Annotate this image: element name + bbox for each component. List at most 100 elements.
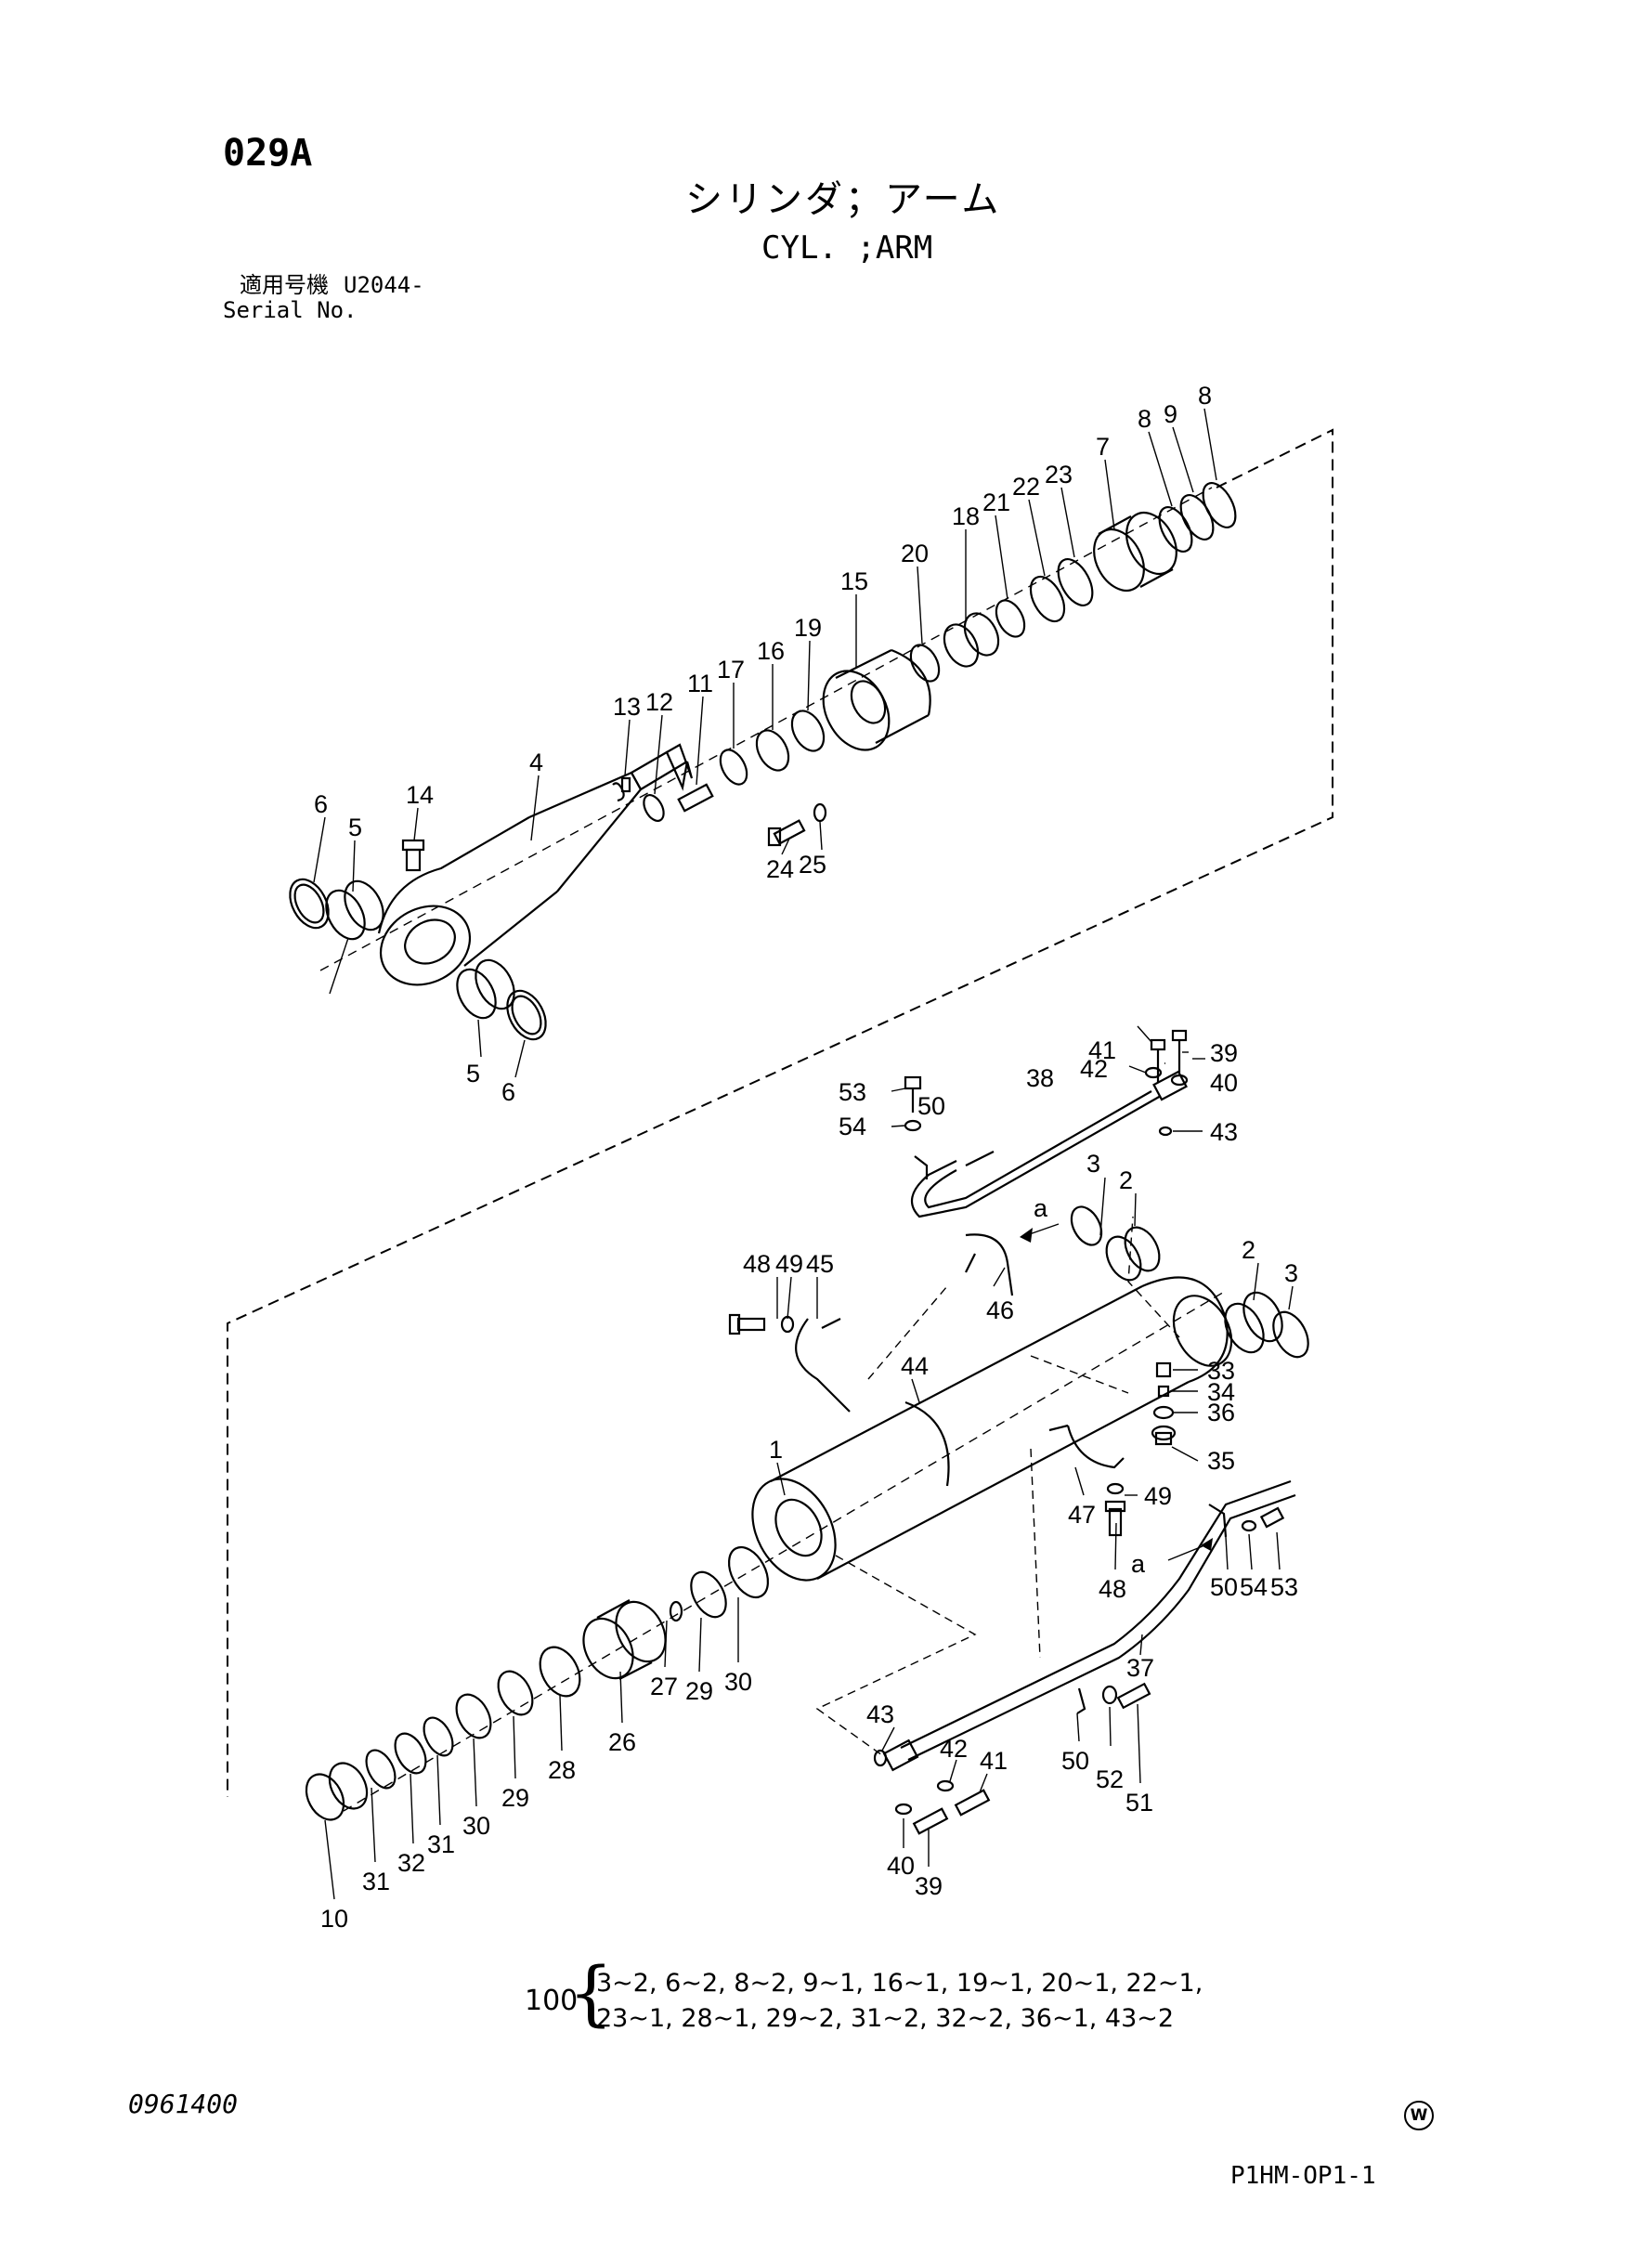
callout-24: 24 (766, 855, 794, 883)
ring-8b (1202, 482, 1237, 528)
piston-rod-assembly (377, 743, 694, 986)
callout-48b: 48 (1099, 1575, 1126, 1603)
callout-36: 36 (1207, 1399, 1235, 1426)
callout-4: 4 (529, 749, 543, 776)
washer-52 (1101, 1685, 1118, 1705)
ring-9 (1179, 494, 1215, 540)
ring-30-a (455, 1693, 492, 1739)
serial-label-japanese: 適用号機 (240, 272, 329, 298)
ring-29-a (497, 1670, 534, 1716)
callout-52: 52 (1096, 1765, 1124, 1793)
bushing-18 (943, 612, 1000, 668)
callout-43: 43 (1210, 1118, 1238, 1146)
callout-47: 47 (1068, 1501, 1096, 1529)
cylinder-tube-1 (751, 1276, 1233, 1582)
callout-1: 1 (769, 1436, 783, 1464)
title-english: CYL. ;ARM (761, 229, 933, 267)
grease-fitting-14 (401, 839, 425, 872)
ring-29-b (690, 1570, 727, 1619)
callout-18: 18 (952, 502, 980, 530)
seal-6-right (506, 989, 547, 1041)
pin-11 (677, 783, 714, 813)
callout-20: 20 (901, 540, 929, 567)
rod-center-line (319, 487, 1213, 971)
callout-44: 44 (901, 1352, 929, 1380)
callout-48: 48 (743, 1250, 771, 1278)
callout-40: 40 (1210, 1069, 1238, 1097)
ring-8a (1158, 506, 1193, 553)
ring-21 (995, 599, 1026, 638)
piston-7 (1093, 512, 1177, 592)
callout-43b: 43 (866, 1700, 894, 1728)
seal-19 (790, 710, 826, 752)
bolt-51 (1116, 1682, 1151, 1710)
washer-49-upper (780, 1315, 795, 1334)
callout-28: 28 (548, 1756, 576, 1784)
callout-53b: 53 (1270, 1573, 1298, 1601)
upper-frame-line (227, 428, 1333, 1797)
part-13 (620, 776, 631, 793)
seal-16 (755, 729, 790, 772)
callout-29b: 29 (685, 1677, 713, 1705)
washer-54-lower (1241, 1519, 1257, 1532)
callout-35: 35 (1207, 1447, 1235, 1475)
callout-38: 38 (1026, 1064, 1054, 1092)
bushing-2-lower (1224, 1291, 1283, 1354)
ring-31-a (365, 1749, 397, 1790)
callout-8b: 8 (1198, 382, 1212, 410)
tube-center-line (343, 1290, 1227, 1812)
ring-20 (909, 644, 941, 683)
callout-19: 19 (794, 614, 822, 642)
clip-50-right (1208, 1504, 1228, 1538)
callout-49b: 49 (1144, 1482, 1172, 1510)
callout-15: 15 (840, 567, 868, 595)
callout-10: 10 (320, 1905, 348, 1933)
callout-5b: 5 (466, 1060, 480, 1087)
clamp-44 (904, 1400, 950, 1487)
callout-42: 42 (1080, 1055, 1108, 1083)
bolt-39 (1171, 1029, 1188, 1073)
callout-33: 33 (1207, 1357, 1235, 1385)
ring-30-b (727, 1545, 770, 1599)
serial-value: U2044- (344, 272, 424, 298)
kit-contents-line-1: 3~2, 6~2, 8~2, 9~1, 16~1, 19~1, 20~1, 22… (596, 1969, 1203, 1998)
callout-34: 34 (1207, 1378, 1235, 1406)
callout-39b: 39 (915, 1872, 943, 1900)
callout-21: 21 (982, 488, 1010, 516)
callout-50: 50 (917, 1092, 945, 1120)
callout-3: 3 (1086, 1150, 1100, 1178)
w-mark-logo: W (1404, 2101, 1434, 2130)
callout-6: 6 (314, 790, 328, 818)
clip-50-upper (914, 1155, 929, 1179)
callout-27: 27 (650, 1673, 678, 1700)
callout-7: 7 (1096, 433, 1110, 461)
callout-31a: 31 (362, 1868, 390, 1895)
callout-23: 23 (1045, 461, 1073, 488)
callout-50c: 50 (1061, 1747, 1089, 1775)
callout-22: 22 (1012, 473, 1040, 501)
bolt-39-lower (912, 1807, 949, 1835)
callout-45: 45 (806, 1250, 834, 1278)
callout-50b: 50 (1210, 1573, 1238, 1601)
o-ring-43-upper (1158, 1126, 1173, 1137)
bolt-53-lower (1259, 1506, 1285, 1529)
seal-3-lower (1272, 1310, 1309, 1359)
callout-29a: 29 (501, 1784, 529, 1812)
o-ring-43-lower (873, 1749, 888, 1767)
ring-17 (719, 749, 748, 786)
callout-14: 14 (406, 781, 434, 809)
bolt-41-lower (954, 1789, 991, 1817)
washer-49-lower (1106, 1482, 1125, 1495)
washer-54-upper (904, 1119, 922, 1132)
callout-11: 11 (687, 670, 713, 697)
callout-9: 9 (1164, 400, 1177, 428)
ring-22 (1029, 575, 1066, 623)
callout-51: 51 (1125, 1789, 1153, 1817)
callout-25: 25 (799, 851, 826, 879)
plug-33 (1155, 1361, 1172, 1378)
ring-32 (394, 1732, 427, 1775)
plug-35 (1151, 1425, 1177, 1446)
flange-block-37 (882, 1739, 919, 1772)
flange-block-38 (1152, 1070, 1188, 1101)
